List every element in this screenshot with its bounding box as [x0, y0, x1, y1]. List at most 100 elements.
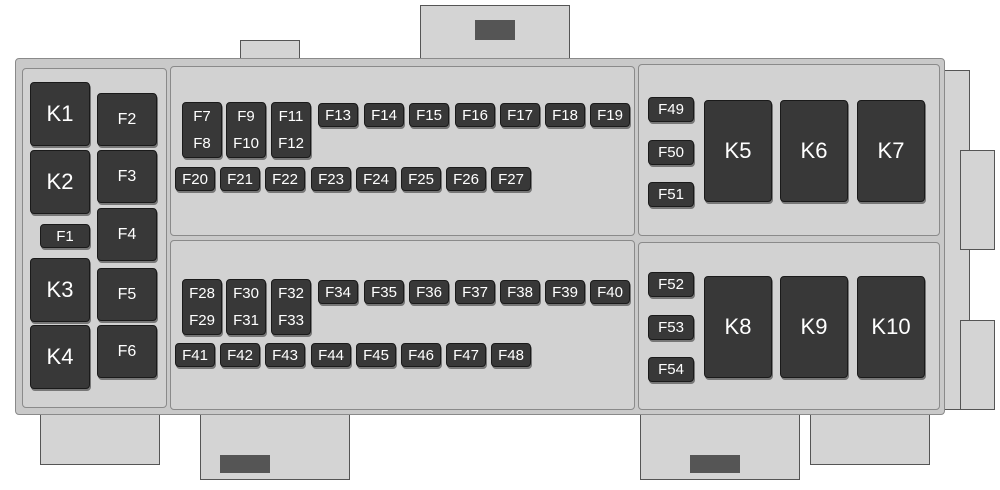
- fuse-f50: F50: [648, 140, 694, 165]
- relay-label: K9: [800, 314, 828, 339]
- bottom-latch-right: [690, 455, 740, 473]
- fuse-label: F47: [453, 346, 479, 364]
- fuse-f24: F24: [356, 167, 396, 191]
- fuse-label: F30: [233, 285, 259, 302]
- fuse-f54: F54: [648, 357, 694, 382]
- fuse-f44: F44: [311, 343, 351, 367]
- relay-label: K1: [46, 101, 74, 126]
- relay-k1: K1: [30, 82, 90, 146]
- fuse-f38: F38: [500, 280, 540, 304]
- bottom-connector-left: [40, 410, 160, 465]
- fuse-f40: F40: [590, 280, 630, 304]
- fuse-label: F25: [408, 170, 434, 188]
- top-latch: [475, 20, 515, 40]
- fuse-label: F20: [182, 170, 208, 188]
- fuse-label: F32: [278, 285, 304, 302]
- fuse-f35: F35: [364, 280, 404, 304]
- fuse-f43: F43: [265, 343, 305, 367]
- fuse-label: F18: [552, 106, 578, 124]
- fuse-label: F19: [597, 106, 623, 124]
- fuse-label: F7: [193, 108, 211, 125]
- fuse-label: F49: [658, 101, 684, 118]
- fuse-f16: F16: [455, 103, 495, 127]
- relay-k2: K2: [30, 150, 90, 214]
- relay-k8: K8: [704, 276, 772, 378]
- fuse-label: F48: [498, 346, 524, 364]
- middle-lower-section: [170, 240, 635, 410]
- fuse-label: F50: [658, 144, 684, 161]
- fuse-f3: F3: [97, 150, 157, 203]
- relay-label: K2: [46, 169, 74, 194]
- fuse-f25: F25: [401, 167, 441, 191]
- fuse-label: F34: [325, 283, 351, 301]
- fuse-label: F33: [278, 312, 304, 329]
- fuse-f21: F21: [220, 167, 260, 191]
- fuse-label: F42: [227, 346, 253, 364]
- fuse-label: F45: [363, 346, 389, 364]
- fuse-f19: F19: [590, 103, 630, 127]
- fuse-label: F37: [462, 283, 488, 301]
- relay-k6: K6: [780, 100, 848, 202]
- fuse-label: F39: [552, 283, 578, 301]
- fuse-f41: F41: [175, 343, 215, 367]
- fuse-f52: F52: [648, 272, 694, 297]
- fuse-label: F10: [233, 135, 259, 152]
- fuse-f27: F27: [491, 167, 531, 191]
- relay-label: K6: [800, 138, 828, 163]
- bottom-connector-far-right: [810, 410, 930, 465]
- relay-label: K7: [877, 138, 905, 163]
- fuse-label: F21: [227, 170, 253, 188]
- fuse-label: F15: [416, 106, 442, 124]
- fuse-label: F16: [462, 106, 488, 124]
- fuse-f17: F17: [500, 103, 540, 127]
- fuse-label: F6: [117, 342, 137, 360]
- fuse-label: F36: [416, 283, 442, 301]
- relay-k7: K7: [857, 100, 925, 202]
- fuse-f20: F20: [175, 167, 215, 191]
- fuse-label: F43: [272, 346, 298, 364]
- fuse-label: F1: [56, 227, 74, 245]
- bottom-latch: [220, 455, 270, 473]
- relay-k10: K10: [857, 276, 925, 378]
- fuse-f18: F18: [545, 103, 585, 127]
- side-plug-upper: [960, 150, 995, 250]
- side-plug-lower: [960, 320, 995, 410]
- fuse-label: F51: [658, 186, 684, 203]
- relay-label: K5: [724, 138, 752, 163]
- fuse-f48: F48: [491, 343, 531, 367]
- fuse-label: F41: [182, 346, 208, 364]
- fuse-label: F29: [189, 312, 215, 329]
- fuse-f36: F36: [409, 280, 449, 304]
- fuse-label: F38: [507, 283, 533, 301]
- fuse-f39: F39: [545, 280, 585, 304]
- fuse-label: F9: [237, 108, 255, 125]
- fuse-f6: F6: [97, 325, 157, 378]
- fuse-f37: F37: [455, 280, 495, 304]
- relay-k9: K9: [780, 276, 848, 378]
- fuse-f2: F2: [97, 93, 157, 146]
- fuse-f53: F53: [648, 315, 694, 340]
- fuse-label: F4: [117, 225, 137, 243]
- fuse-f42: F42: [220, 343, 260, 367]
- fuse-label: F8: [193, 135, 211, 152]
- fuse-label: F26: [453, 170, 479, 188]
- fuse-label: F22: [272, 170, 298, 188]
- fuse-f34: F34: [318, 280, 358, 304]
- fuse-f14: F14: [364, 103, 404, 127]
- fuse-f49: F49: [648, 97, 694, 122]
- relay-label: K3: [46, 277, 74, 302]
- fuse-f51: F51: [648, 182, 694, 207]
- fuse-label: F24: [363, 170, 389, 188]
- fuse-label: F3: [117, 167, 137, 185]
- fuse-f45: F45: [356, 343, 396, 367]
- fuse-label: F12: [278, 135, 304, 152]
- fuse-label: F28: [189, 285, 215, 302]
- fuse-label: F52: [658, 276, 684, 293]
